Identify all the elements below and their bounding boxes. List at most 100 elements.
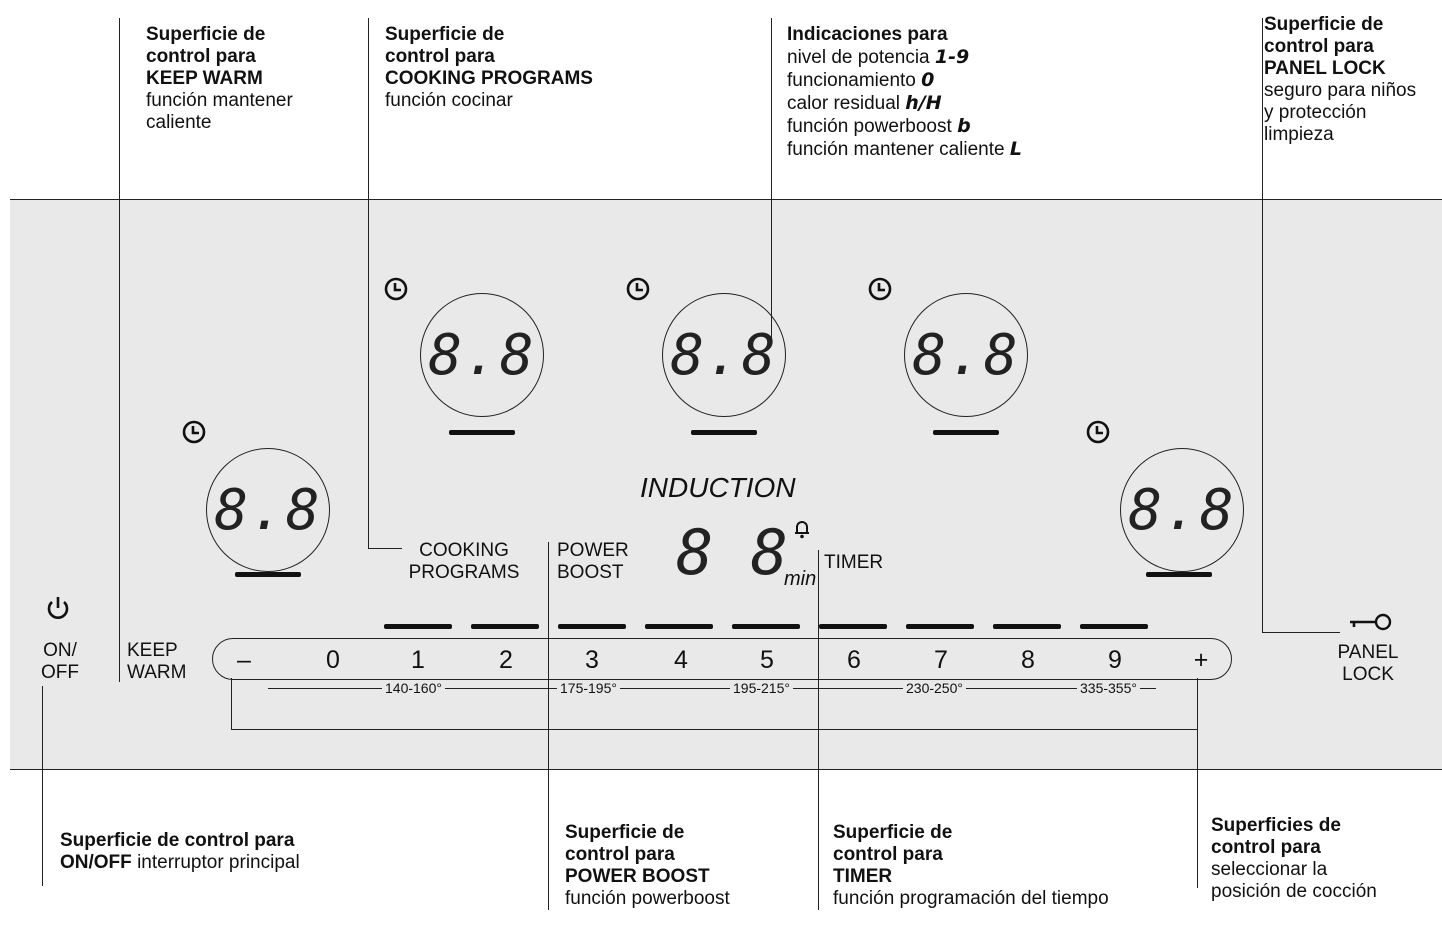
annotation-panel-lock: Superficie de control para PANEL LOCK se… [1264,14,1442,146]
timer-title-1: Superficie de [833,822,953,843]
annotation-cooking-programs: Superficie de control para COOKING PROGR… [385,24,593,112]
panel-lock-title-2: control para [1264,36,1374,57]
zone-indicator-bar [1146,572,1212,577]
annotation-on-off: Superficie de control para ON/OFF interr… [60,830,300,874]
clock-icon [384,277,408,301]
key-9[interactable]: 9 [1108,646,1122,674]
on-off-title: Superficie de control para [60,830,295,851]
key-8[interactable]: 8 [1021,646,1035,674]
on-off-desc: interruptor principal [137,852,300,873]
timer-display: 8 8 [676,516,788,589]
key-minus[interactable]: – [237,646,251,674]
bell-icon [795,521,809,539]
symbol-0: 0 [921,69,935,91]
cooking-zone-display[interactable]: 8.8 [662,293,786,417]
temp-range: 195-215° [730,680,793,696]
key-plus[interactable]: + [1193,646,1209,674]
key-icon[interactable] [1348,612,1394,632]
leader-panel-lock [1262,18,1263,632]
temp-range: 335-355° [1077,680,1140,696]
key-2[interactable]: 2 [499,646,513,674]
on-off-label[interactable]: ON/ OFF [41,640,79,683]
positions-title-1: Superficies de [1211,815,1341,836]
positions-desc-1: seleccionar la [1211,859,1328,880]
timer-label[interactable]: TIMER [824,552,884,573]
symbol-b: b [957,115,971,137]
keep-warm-label[interactable]: KEEP WARM [127,640,187,683]
zone-indicator-bar [933,430,999,435]
clock-icon [182,420,206,444]
leader-timer [818,550,819,910]
slider-segment [558,624,626,629]
timer-title-3: TIMER [833,866,893,887]
min-label: min [784,568,817,590]
clock-icon [626,277,650,301]
cooking-zone-display[interactable]: 8.8 [904,293,1028,417]
clock-icon [868,277,892,301]
key-7[interactable]: 7 [934,646,948,674]
slider-segment [384,624,452,629]
timer-desc: función programación del tiempo [833,888,1109,909]
slider-segment [819,624,887,629]
slider-segment [471,624,539,629]
key-6[interactable]: 6 [847,646,861,674]
leader-minus [231,678,232,729]
indications-title: Indicaciones para [787,24,948,45]
temp-range: 175-195° [557,680,620,696]
indication-line-4: función powerboost b [787,115,971,137]
keep-warm-title-3: KEEP WARM [146,68,263,89]
zone-indicator-bar [449,430,515,435]
keep-warm-title-1: Superficie de [146,24,266,45]
leader-panel-lock-h [1262,632,1340,633]
cooking-title-3: COOKING PROGRAMS [385,68,593,89]
annotation-power-boost: Superficie de control para POWER BOOST f… [565,822,730,910]
slider-segment [645,624,713,629]
cooking-title-1: Superficie de [385,24,505,45]
indication-line-2: funcionamiento 0 [787,69,935,91]
clock-icon [1086,420,1110,444]
leader-positions [1197,678,1198,888]
cooking-zone-display[interactable]: 8.8 [206,448,330,572]
annotation-indications: Indicaciones para nivel de potencia 1-9 … [787,24,1022,161]
indication-line-5: función mantener caliente L [787,138,1022,160]
power-boost-label[interactable]: POWER BOOST [557,540,629,583]
cooking-title-2: control para [385,46,495,67]
power-boost-title-3: POWER BOOST [565,866,710,887]
key-4[interactable]: 4 [674,646,688,674]
positions-title-2: control para [1211,837,1321,858]
leader-keep-warm [119,18,120,682]
key-5[interactable]: 5 [760,646,774,674]
cooking-zone-display[interactable]: 8.8 [420,293,544,417]
leader-cooking [368,18,369,548]
on-off-bold: ON/OFF [60,852,132,873]
cooking-zone-display[interactable]: 8.8 [1120,448,1244,572]
cooking-programs-label[interactable]: COOKING PROGRAMS [408,540,520,583]
key-1[interactable]: 1 [411,646,425,674]
induction-label: INDUCTION [640,472,796,503]
slider-segment [732,624,800,629]
key-3[interactable]: 3 [585,646,599,674]
panel-lock-label[interactable]: PANEL LOCK [1337,642,1399,685]
leader-cooking-h [368,548,402,549]
keep-warm-desc-2: caliente [146,112,212,133]
temp-range: 230-250° [903,680,966,696]
symbol-l: L [1009,138,1022,160]
symbol-h: h/H [905,92,942,114]
leader-power-boost [548,542,549,910]
leader-on-off [42,686,43,886]
key-0[interactable]: 0 [326,646,340,674]
symbol-1-9: 1-9 [934,46,970,68]
panel-lock-title-3: PANEL LOCK [1264,58,1386,79]
panel-lock-desc-2: y protección [1264,102,1367,123]
keep-warm-title-2: control para [146,46,256,67]
power-boost-title-1: Superficie de [565,822,685,843]
annotation-positions: Superficies de control para seleccionar … [1211,815,1377,903]
indication-line-3: calor residual h/H [787,92,942,114]
panel-lock-desc-1: seguro para niños [1264,80,1417,101]
power-icon[interactable] [44,594,72,622]
cooking-desc-1: función cocinar [385,90,513,111]
panel-lock-desc-3: limpieza [1264,124,1334,145]
power-level-slider[interactable] [212,638,1232,680]
keep-warm-desc-1: función mantener [146,90,293,111]
power-boost-title-2: control para [565,844,675,865]
